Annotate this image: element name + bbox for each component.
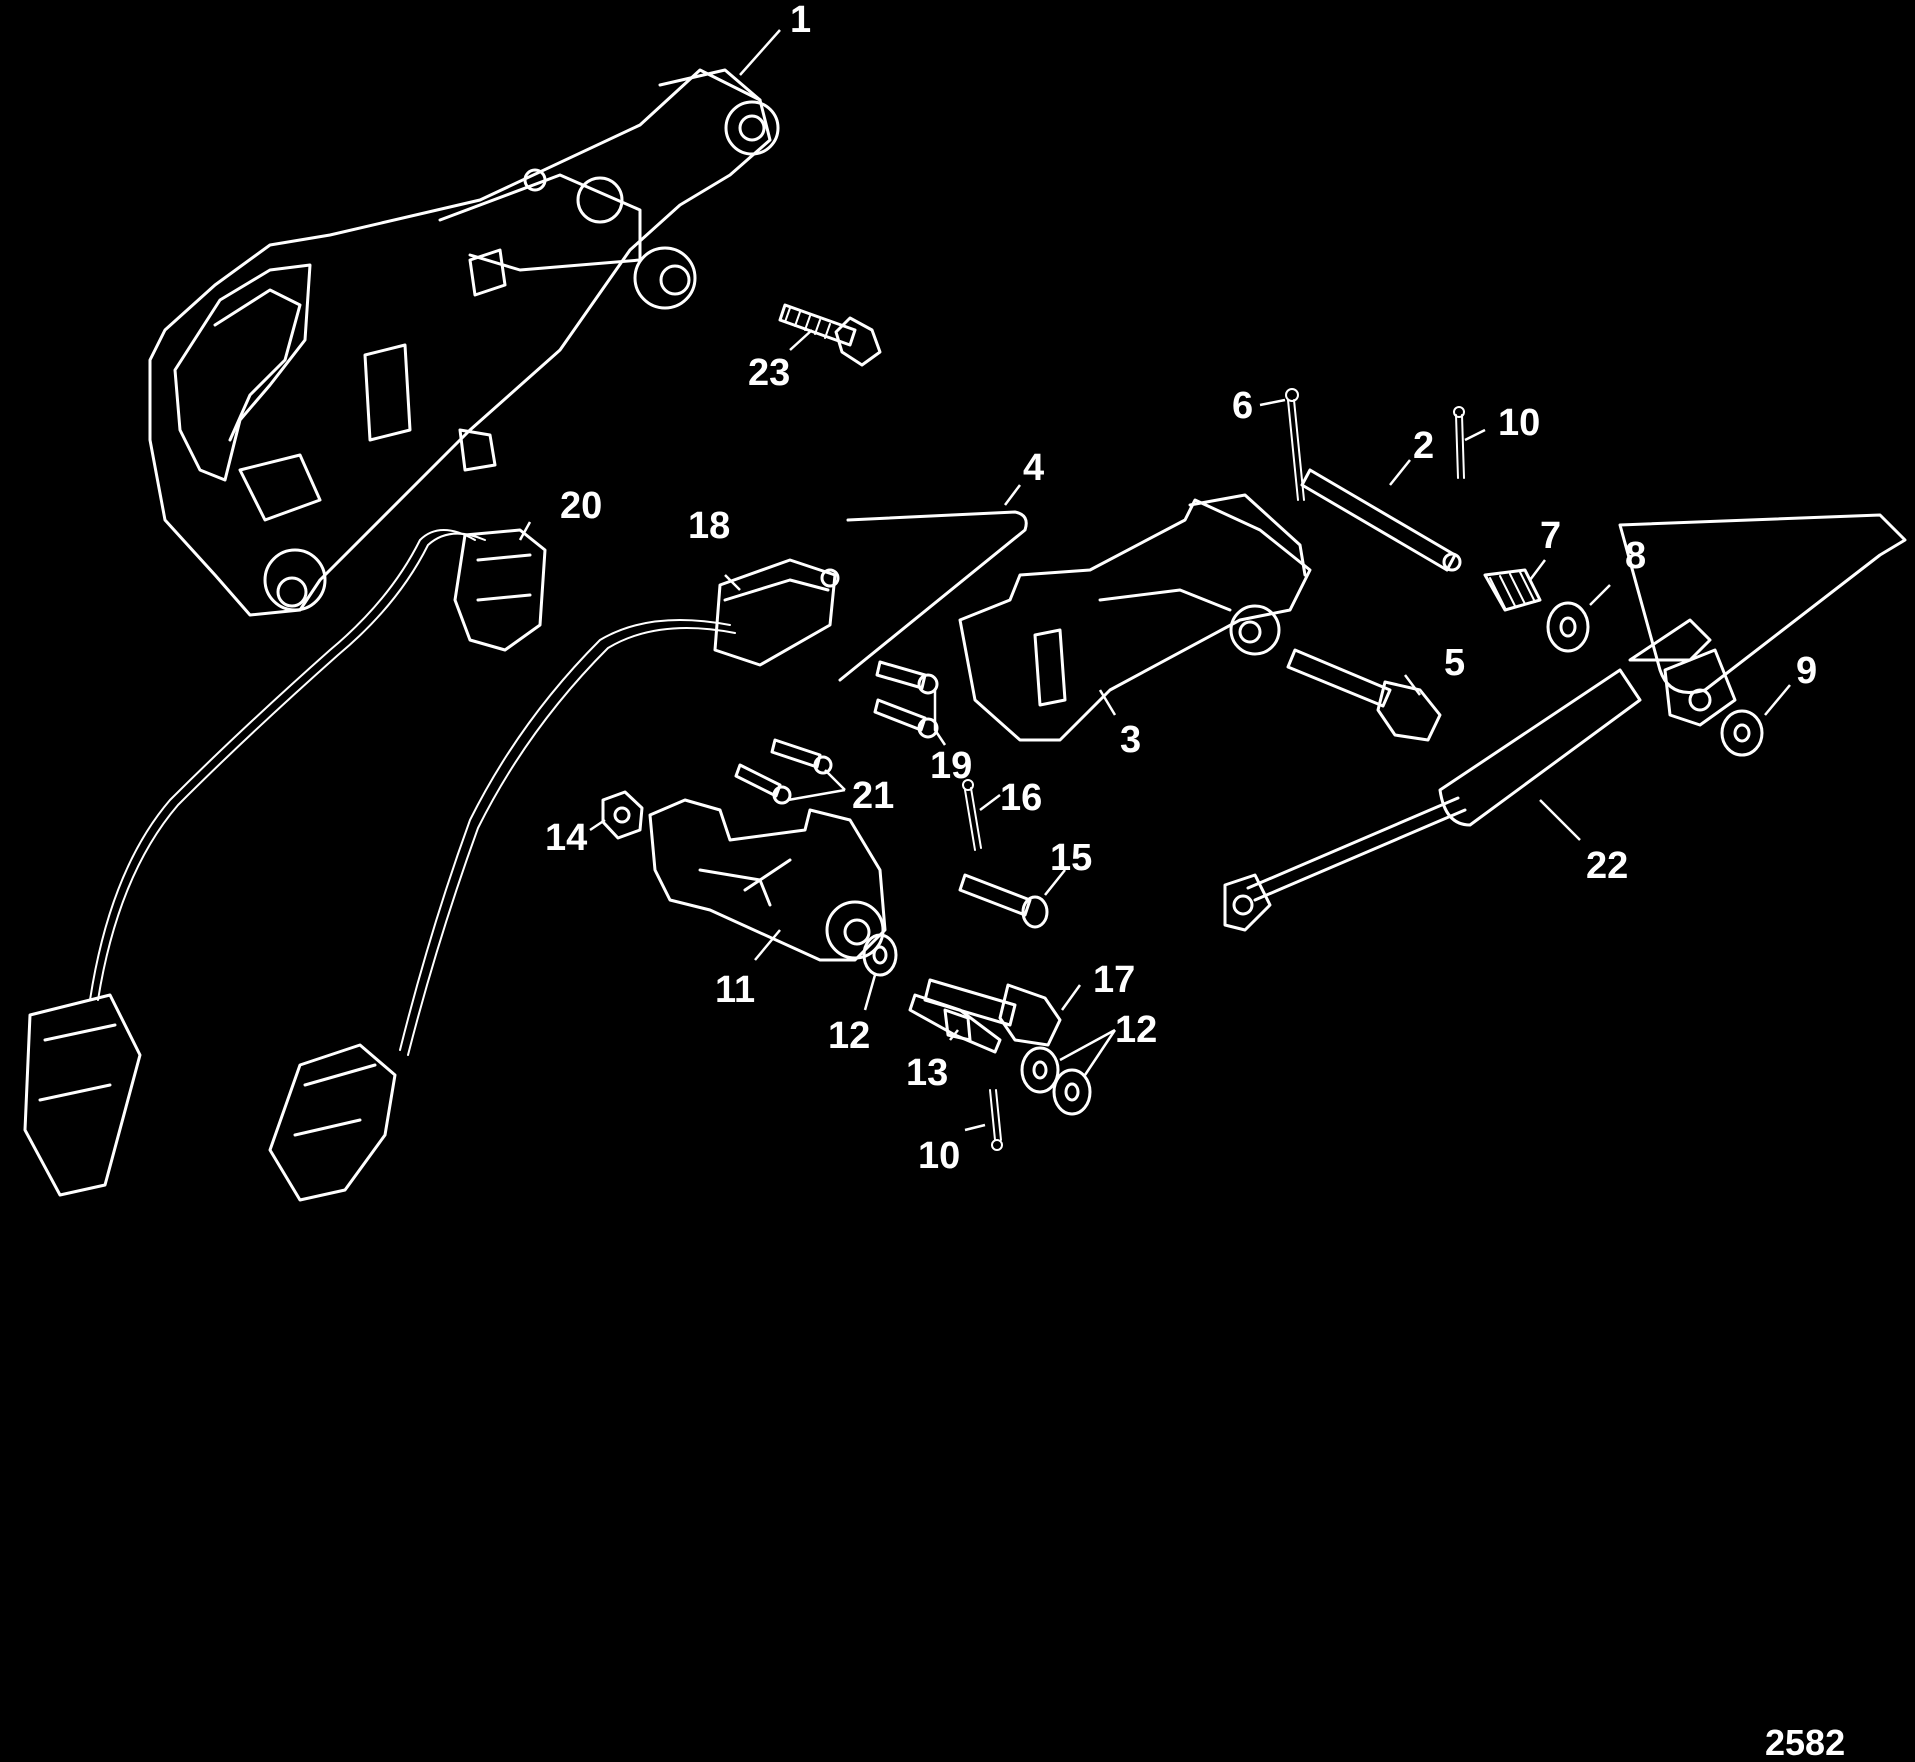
- callout-13: 13: [906, 1052, 948, 1094]
- part-15-clevis-pin: [958, 873, 1049, 929]
- part-23-bolt: [778, 303, 882, 367]
- part-8-washer: [1546, 601, 1590, 653]
- callout-2: 2: [1413, 425, 1434, 467]
- callout-9: 9: [1796, 650, 1817, 692]
- callout-12: 12: [1115, 1009, 1157, 1051]
- callout-1: 1: [790, 0, 811, 41]
- part-2-pin: [1300, 468, 1462, 572]
- part-21-screws: [734, 738, 833, 805]
- part-22-gas-strut: [1223, 513, 1907, 932]
- callout-8: 8: [1625, 535, 1646, 577]
- callout-22: 22: [1586, 845, 1628, 887]
- callout-10: 10: [1498, 402, 1540, 444]
- part-9-washer: [1720, 709, 1764, 757]
- part-1-mounting-bracket: [148, 68, 780, 617]
- callout-21: 21: [852, 775, 894, 817]
- part-10-cotter-pin-upper: [1453, 406, 1465, 479]
- part-10-cotter-pin-lower: [989, 1089, 1003, 1151]
- callout-3: 3: [1120, 719, 1141, 761]
- part-5-bolt: [1286, 648, 1442, 742]
- callout-15: 15: [1050, 837, 1092, 879]
- figure-number: 2582: [1765, 1722, 1845, 1762]
- leader-lines: [518, 29, 1791, 1132]
- part-16-cotter-pin: [962, 779, 982, 851]
- part-17-shoulder-bolt: [923, 978, 1062, 1047]
- callout-19: 19: [930, 745, 972, 787]
- part-11-lever: [648, 798, 887, 962]
- part-4-wire: [838, 510, 1028, 682]
- callout-6: 6: [1232, 385, 1253, 427]
- part-19-screws: [873, 660, 939, 739]
- callout-18: 18: [688, 505, 730, 547]
- callout-14: 14: [545, 817, 587, 859]
- part-12-washers: [862, 933, 1092, 1116]
- callout-12: 12: [828, 1015, 870, 1057]
- callout-labels: 1 23 6 10 2 4 7 8 5 3 9 19 20 18 21 16 1…: [545, 0, 1845, 1762]
- callout-23: 23: [748, 352, 790, 394]
- callout-17: 17: [1093, 959, 1135, 1001]
- callout-5: 5: [1444, 642, 1465, 684]
- part-14-nut: [601, 790, 644, 840]
- part-20-sensor-harness: [23, 528, 547, 1197]
- part-13-stud: [908, 993, 1002, 1054]
- callout-4: 4: [1023, 447, 1044, 489]
- part-7-spring: [1483, 568, 1542, 612]
- callout-20: 20: [560, 485, 602, 527]
- part-18-switch-harness: [268, 558, 840, 1202]
- part-3-lever-assembly: [958, 493, 1312, 742]
- callout-7: 7: [1540, 515, 1561, 557]
- callout-16: 16: [1000, 777, 1042, 819]
- callout-10: 10: [918, 1135, 960, 1177]
- callout-11: 11: [715, 969, 755, 1011]
